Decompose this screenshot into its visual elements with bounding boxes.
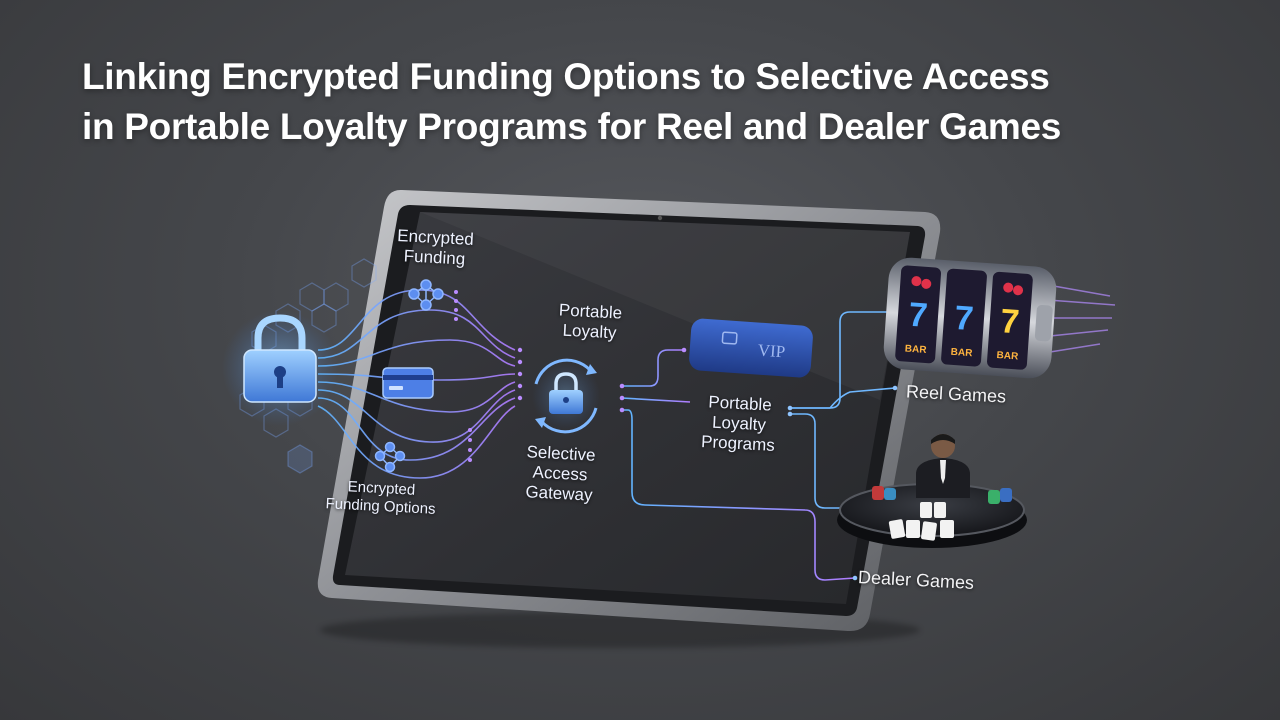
reel-symbol-2: 7 [953,299,975,338]
label-encrypted-funding-options: Encrypted Funding Options [315,477,447,520]
reel-bar-3: BAR [996,350,1019,363]
reel-bar-2: BAR [950,347,973,360]
credit-card-icon [383,368,433,398]
reel-bar-1: BAR [904,344,927,357]
reel-symbol-3: 7 [999,302,1021,341]
label-selective-access-gateway: Selective Access Gateway [499,441,622,507]
vip-card-text: VIP [757,341,786,362]
label-portable-loyalty-programs: Portable Loyalty Programs [683,391,796,457]
label-encrypted-funding: Encrypted Funding [379,225,491,271]
gateway-lock-icon [532,360,600,432]
padlock-icon [222,310,338,426]
reel-symbol-1: 7 [907,296,929,335]
vip-card-icon: VIP [688,318,813,378]
label-portable-loyalty: Portable Loyalty [534,299,646,345]
slot-machine-icon: 7 7 7 BAR BAR BAR [882,256,1115,379]
camera-dot [658,216,662,220]
